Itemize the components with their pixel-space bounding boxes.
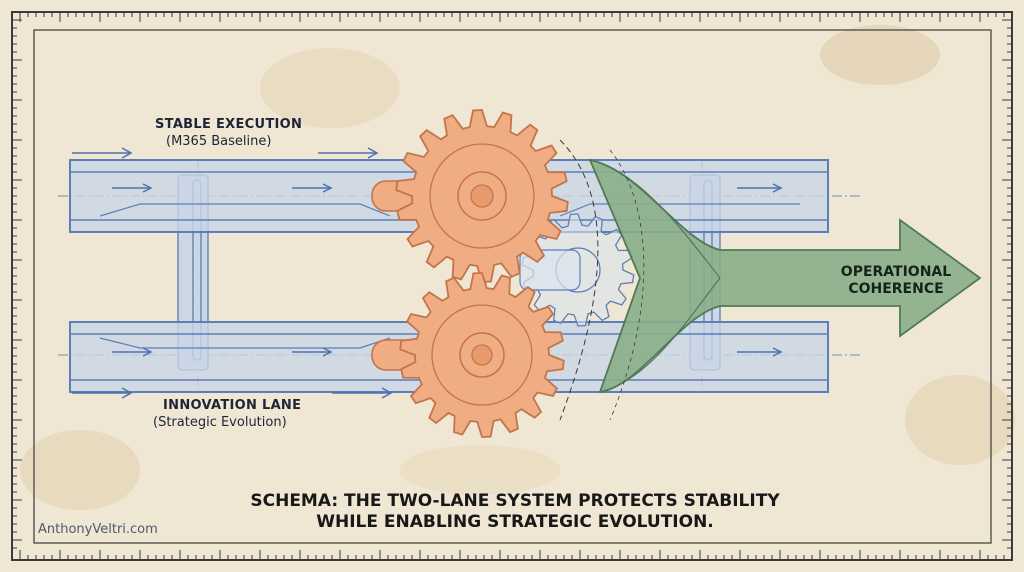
flow-arrows <box>72 147 783 399</box>
outcome-line-2: COHERENCE <box>848 281 944 297</box>
flow-arrow-icon <box>737 183 783 193</box>
flow-arrow-icon <box>292 347 333 357</box>
paper-stains <box>20 25 1015 510</box>
innovation-lane-title: INNOVATION LANE <box>163 398 302 413</box>
flow-arrow-icon <box>72 147 133 159</box>
top-gear <box>395 109 569 283</box>
flow-arrow-icon <box>72 387 133 399</box>
innovation-lane-subtitle: (Strategic Evolution) <box>153 415 287 430</box>
flow-arrow-icon <box>292 183 333 193</box>
bottom-gear <box>399 272 565 438</box>
caption-line-2: WHILE ENABLING STRATEGIC EVOLUTION. <box>316 512 714 532</box>
flow-arrow-icon <box>112 183 153 193</box>
flow-arrow-icon <box>332 387 393 399</box>
flow-arrow-icon <box>318 147 379 159</box>
stable-lane-title: STABLE EXECUTION <box>155 117 303 132</box>
ghost-gear <box>519 213 635 327</box>
caption-line-1: SCHEMA: THE TWO-LANE SYSTEM PROTECTS STA… <box>250 491 780 511</box>
stable-lane-subtitle: (M365 Baseline) <box>166 134 272 149</box>
flow-arrow-icon <box>112 347 153 357</box>
flow-arrow-icon <box>737 347 783 357</box>
outcome-label: OPERATIONAL COHERENCE <box>826 264 966 298</box>
ruler-ticks <box>12 12 1012 560</box>
site-credit: AnthonyVeltri.com <box>38 522 158 537</box>
schema-caption: SCHEMA: THE TWO-LANE SYSTEM PROTECTS STA… <box>250 491 780 533</box>
coherence-arrow <box>559 139 982 421</box>
outcome-line-1: OPERATIONAL <box>840 264 952 280</box>
blueprint-frame <box>11 11 1013 561</box>
